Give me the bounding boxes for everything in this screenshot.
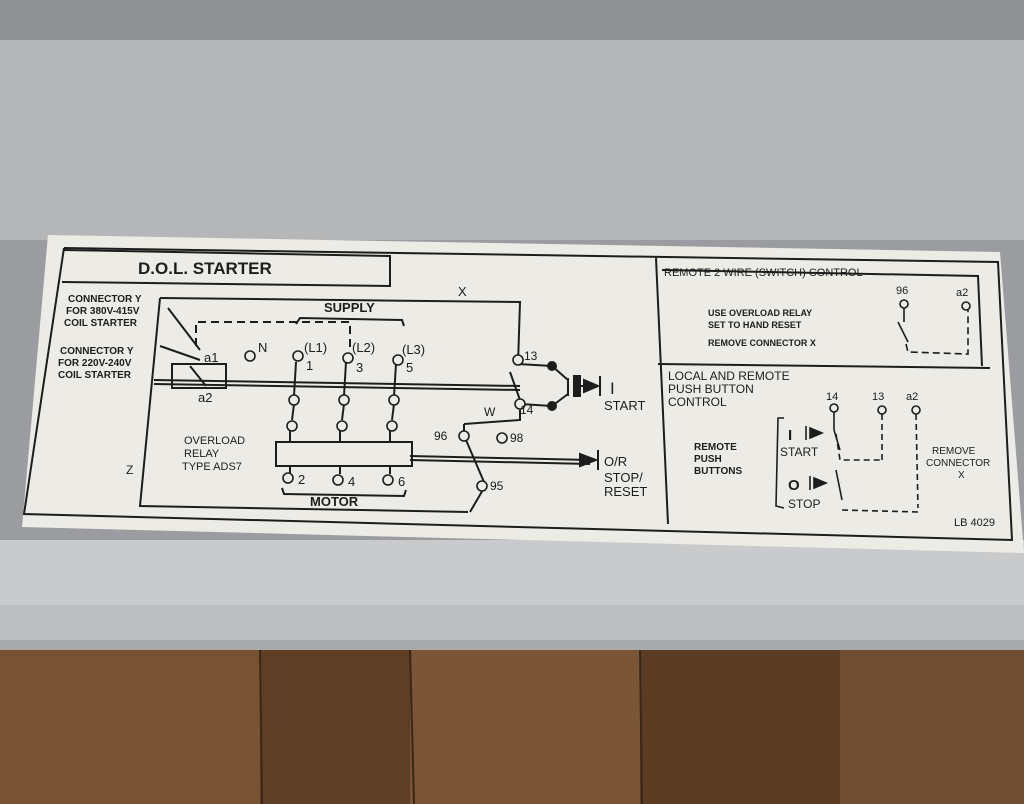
- terminal-4-label: 4: [348, 474, 355, 489]
- a1-label: a1: [204, 350, 218, 365]
- terminal-96-label: 96: [434, 429, 448, 443]
- note-line: COIL STARTER: [64, 318, 138, 329]
- a2-label: a2: [198, 390, 212, 405]
- remove-connector-line: REMOVE: [932, 446, 976, 457]
- local-title-2: PUSH BUTTON: [668, 382, 754, 396]
- local-i-symbol: I: [788, 427, 792, 444]
- note-line: FOR 220V-240V: [58, 358, 132, 369]
- remove-connector-line: CONNECTOR: [926, 458, 990, 469]
- remove-connector-line: X: [958, 470, 965, 481]
- overload-line: OVERLOAD: [184, 435, 245, 447]
- wiring-label: D.O.L. STARTER CONNECTOR Y FOR 380V-415V…: [22, 235, 1024, 553]
- terminal-6-label: 6: [398, 474, 405, 489]
- start-i-symbol: I: [610, 379, 615, 398]
- local-lines: [775, 412, 919, 513]
- remote2-line: USE OVERLOAD RELAY: [708, 308, 812, 318]
- remote2-title: REMOTE 2 WIRE (SWITCH) CONTROL: [664, 267, 863, 279]
- note-line: CONNECTOR Y: [68, 294, 142, 305]
- diagram-title: D.O.L. STARTER: [138, 259, 272, 278]
- remote-buttons-line: PUSH: [694, 454, 722, 465]
- overload-line: RELAY: [184, 448, 220, 460]
- connector-y-380-note: CONNECTOR Y FOR 380V-415V COIL STARTER: [64, 294, 142, 329]
- terminal-5-label: 5: [406, 360, 413, 375]
- remote-buttons-line: REMOTE: [694, 442, 737, 453]
- local-a2-label: a2: [906, 391, 918, 403]
- local-title-3: CONTROL: [668, 395, 727, 409]
- remote2-line: REMOVE CONNECTOR X: [708, 338, 816, 348]
- terminal-2-label: 2: [298, 472, 305, 487]
- terminal-95-label: 95: [490, 479, 504, 493]
- terminal-98-label: 98: [510, 431, 524, 445]
- note-line: FOR 380V-415V: [66, 306, 140, 317]
- diagram-lines: [22, 247, 1014, 542]
- remote2-96-label: 96: [896, 285, 908, 297]
- label-code: LB 4029: [954, 517, 995, 529]
- stop-reset-label-2: RESET: [604, 484, 647, 499]
- terminal-14-label: 14: [520, 403, 534, 417]
- local-13-label: 13: [872, 391, 884, 403]
- l3-label: (L3): [402, 342, 425, 357]
- note-line: COIL STARTER: [58, 370, 132, 381]
- l1-label: (L1): [304, 340, 327, 355]
- wood-surface: [0, 649, 1024, 804]
- supply-label: SUPPLY: [324, 300, 375, 315]
- local-stop-label: STOP: [788, 497, 820, 511]
- w-label: W: [484, 405, 496, 419]
- l2-label: (L2): [352, 340, 375, 355]
- terminal-13-label: 13: [524, 349, 538, 363]
- stop-reset-label-1: STOP/: [604, 470, 643, 485]
- motor-label: MOTOR: [310, 494, 359, 509]
- o-r-label: O/R: [604, 454, 627, 469]
- local-start-label: START: [780, 445, 819, 459]
- start-label: START: [604, 398, 645, 413]
- overload-line: TYPE ADS7: [182, 461, 242, 473]
- z-label: Z: [126, 463, 133, 477]
- terminal-1-label: 1: [306, 358, 313, 373]
- note-line: CONNECTOR Y: [60, 346, 134, 357]
- local-o-symbol: O: [788, 477, 800, 494]
- overload-relay-label: OVERLOAD RELAY TYPE ADS7: [182, 435, 245, 473]
- terminal-3-label: 3: [356, 360, 363, 375]
- remote2-a2-label: a2: [956, 287, 968, 299]
- local-title-1: LOCAL AND REMOTE: [668, 369, 790, 383]
- remote2-lines: [897, 308, 969, 355]
- remote-buttons-line: BUTTONS: [694, 466, 742, 477]
- x-label: X: [458, 284, 467, 299]
- connector-y-220-note: CONNECTOR Y FOR 220V-240V COIL STARTER: [58, 346, 134, 381]
- remote2-line: SET TO HAND RESET: [708, 320, 802, 330]
- local-14-label: 14: [826, 391, 838, 403]
- n-label: N: [258, 340, 267, 355]
